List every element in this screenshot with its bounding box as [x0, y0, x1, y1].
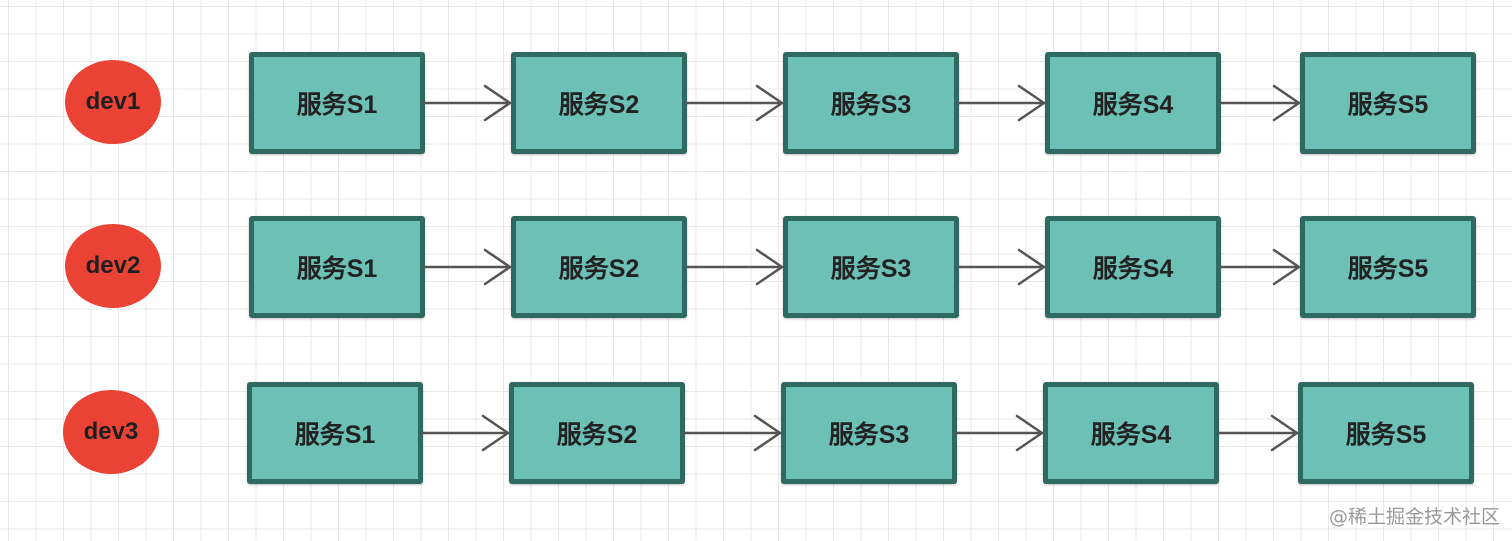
arrow-right-icon	[1217, 414, 1299, 452]
arrow-right-icon	[685, 84, 784, 122]
arrow-right-icon	[685, 248, 784, 286]
service-box-r1-s5: 服务S5	[1300, 52, 1476, 154]
service-box-r3-s3: 服务S3	[781, 382, 957, 484]
arrow-right-icon	[957, 84, 1046, 122]
arrow-right-icon	[423, 84, 512, 122]
service-box-r2-s2: 服务S2	[511, 216, 687, 318]
dev-label-1: dev1	[65, 60, 161, 144]
arrow-right-icon	[421, 414, 510, 452]
service-box-r2-s5: 服务S5	[1300, 216, 1476, 318]
arrow-right-icon	[1219, 84, 1301, 122]
service-box-r3-s1: 服务S1	[247, 382, 423, 484]
service-box-r3-s5: 服务S5	[1298, 382, 1474, 484]
arrow-right-icon	[955, 414, 1044, 452]
arrow-right-icon	[957, 248, 1046, 286]
service-box-r1-s4: 服务S4	[1045, 52, 1221, 154]
service-box-r1-s3: 服务S3	[783, 52, 959, 154]
arrow-right-icon	[423, 248, 512, 286]
dev-label-2: dev2	[65, 224, 161, 308]
service-box-r1-s2: 服务S2	[511, 52, 687, 154]
service-box-r1-s1: 服务S1	[249, 52, 425, 154]
dev-label-3: dev3	[63, 390, 159, 474]
arrow-right-icon	[1219, 248, 1301, 286]
service-box-r3-s2: 服务S2	[509, 382, 685, 484]
watermark: @稀土掘金技术社区	[1328, 506, 1500, 528]
service-box-r2-s1: 服务S1	[249, 216, 425, 318]
service-box-r3-s4: 服务S4	[1043, 382, 1219, 484]
service-box-r2-s3: 服务S3	[783, 216, 959, 318]
arrow-right-icon	[683, 414, 782, 452]
service-box-r2-s4: 服务S4	[1045, 216, 1221, 318]
